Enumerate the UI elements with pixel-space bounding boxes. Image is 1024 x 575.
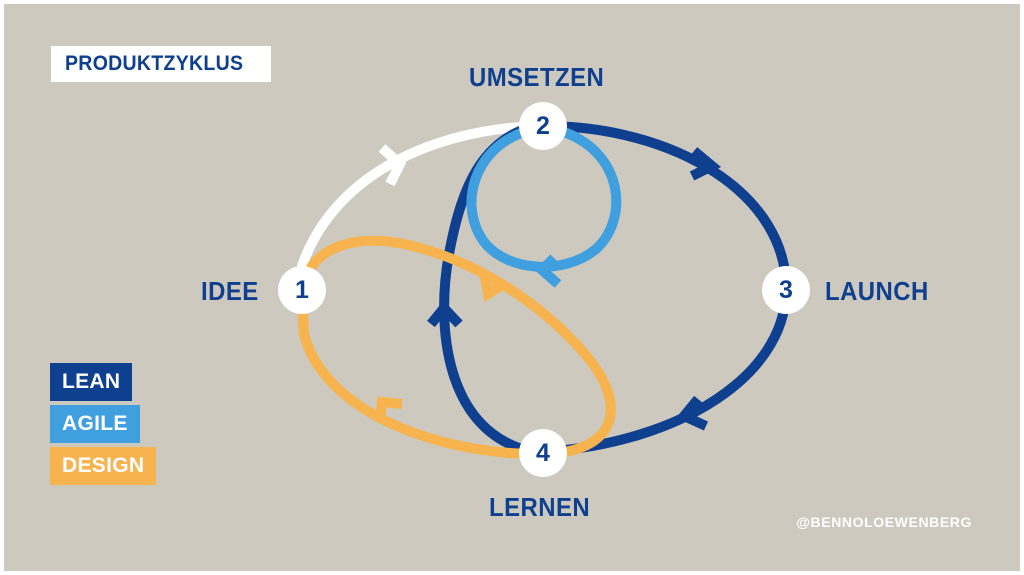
diagram-canvas: PRODUKTZYKLUS 1 2 3 4 IDEE UMSETZEN LAUN… (4, 4, 1020, 571)
title-box: PRODUKTZYKLUS (51, 46, 271, 82)
page-title: PRODUKTZYKLUS (65, 52, 244, 75)
stage-number: 2 (536, 112, 550, 140)
arrow-lean-inner-icon (427, 300, 463, 328)
author-credit: @BENNOLOEWENBERG (796, 514, 972, 530)
stage-node-1: 1 (278, 266, 326, 314)
path-agile-loop (466, 127, 622, 272)
stage-number: 1 (295, 276, 309, 304)
arrow-agile-icon (534, 254, 562, 288)
arrow-lean-bottom-icon (675, 395, 709, 431)
arrow-design-top-icon (479, 271, 507, 303)
stage-node-2: 2 (519, 102, 567, 150)
stage-label-lernen: LERNEN (489, 492, 591, 522)
legend-lean: LEAN (50, 363, 133, 401)
stage-label-umsetzen: UMSETZEN (469, 62, 605, 92)
stage-label-launch: LAUNCH (825, 276, 929, 306)
stage-node-4: 4 (519, 429, 567, 477)
arrow-lean-top-icon (689, 147, 722, 181)
stage-label-idee: IDEE (201, 276, 259, 306)
stage-number: 3 (779, 276, 793, 304)
path-design-loop (297, 235, 616, 460)
path-umsetzen-launch-lernen (539, 121, 792, 457)
arrow-white-icon (378, 144, 407, 187)
legend-design: DESIGN (50, 447, 157, 485)
arrow-design-bottom-icon (375, 396, 403, 423)
stage-number: 4 (536, 439, 550, 467)
legend-agile: AGILE (50, 405, 140, 443)
stage-node-3: 3 (762, 266, 810, 314)
